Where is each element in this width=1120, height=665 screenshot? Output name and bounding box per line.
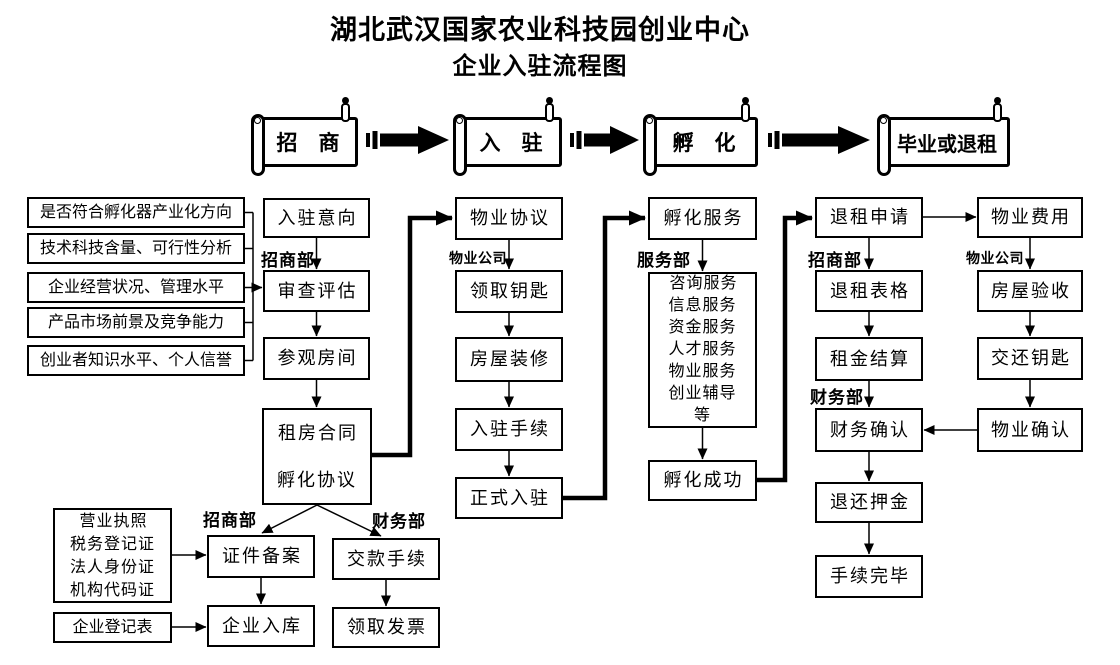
phase-banner-biye: 毕业或退租 [877, 97, 1010, 176]
node-property-agreement: 物业协议 [455, 197, 563, 240]
node-procedure-complete: 手续完毕 [815, 555, 923, 598]
banner-arrow-2 [570, 126, 639, 154]
node-invoice: 领取发票 [332, 607, 440, 648]
node-property-confirm: 物业确认 [977, 408, 1083, 452]
node-finance-confirm: 财务确认 [815, 408, 923, 452]
banner-arrow-1 [366, 126, 449, 154]
connector-contract-to-property-agreement [372, 210, 453, 458]
phase-banner-label: 毕业或退租 [897, 133, 997, 156]
node-visit-room: 参观房间 [263, 337, 370, 380]
arrow-contract-to-cert [261, 504, 318, 534]
connector-success-to-termination [757, 210, 813, 483]
node-cert-filing: 证件备案 [207, 535, 315, 578]
node-deposit-refund: 退还押金 [815, 482, 923, 523]
node-rent-settlement: 租金结算 [815, 337, 923, 381]
scroll-roll-icon [643, 114, 657, 176]
banner-arrow-3 [768, 126, 870, 154]
dept-label-fuwu: 服务部 [637, 251, 691, 270]
criteria-bracket [245, 211, 263, 362]
dept-label-wuye-entry: 物业公司 [449, 250, 507, 266]
node-contract: 租房合同 孵化协议 [262, 408, 372, 505]
node-incubation-success: 孵化成功 [648, 460, 757, 501]
scroll-knob-icon [341, 97, 350, 122]
phase-banner-label: 孵 化 [672, 131, 736, 155]
phase-banner-fuhua: 孵 化 [643, 97, 758, 176]
node-entry-intent: 入驻意向 [263, 198, 370, 238]
phase-banner-label: 入 驻 [479, 131, 543, 155]
dept-label-caiwu-bottom: 财务部 [372, 512, 426, 531]
node-company-store: 企业入库 [207, 605, 315, 647]
criteria-box-4: 产品市场前景及竞争能力 [27, 307, 245, 338]
node-incubation-service: 孵化服务 [648, 197, 757, 240]
node-docs-list: 营业执照 税务登记证 法人身份证 机构代码证 [53, 508, 172, 603]
node-termination-apply: 退租申请 [815, 197, 923, 238]
node-get-keys: 领取钥匙 [455, 270, 563, 313]
node-entry-procedure: 入驻手续 [455, 408, 563, 451]
criteria-box-2: 技术科技含量、可行性分析 [27, 233, 245, 264]
scroll-knob-icon [741, 97, 750, 122]
criteria-box-5: 创业者知识水平、个人信誉 [27, 345, 245, 376]
node-termination-form: 退租表格 [815, 270, 923, 312]
node-review: 审查评估 [263, 270, 370, 312]
node-house-inspection: 房屋验收 [977, 270, 1083, 312]
arrow-contract-to-payment [316, 504, 382, 537]
phase-banner-label: 招 商 [276, 131, 340, 155]
node-official-entry: 正式入驻 [455, 477, 563, 519]
scroll-knob-icon [545, 97, 554, 122]
dept-label-zhaoshang-bottom: 招商部 [203, 511, 257, 530]
dept-label-zhaoshang-top: 招商部 [261, 251, 315, 270]
phase-banner-ruzhu: 入 驻 [453, 97, 562, 176]
dept-label-caiwu-exit: 财务部 [810, 388, 864, 407]
node-return-keys: 交还钥匙 [977, 337, 1083, 380]
dept-label-wuye-exit: 物业公司 [966, 250, 1024, 266]
node-payment: 交款手续 [332, 538, 440, 580]
scroll-knob-icon [993, 97, 1002, 122]
node-reg-form: 企业登记表 [53, 612, 172, 643]
node-renovation: 房屋装修 [455, 337, 563, 382]
scroll-roll-icon [877, 114, 891, 176]
dept-label-zhaoshang-exit: 招商部 [808, 251, 862, 270]
node-service-list: 咨询服务 信息服务 资金服务 人才服务 物业服务 创业辅导 等 [648, 272, 757, 428]
connector-official-entry-to-incubation [563, 210, 646, 501]
criteria-box-1: 是否符合孵化器产业化方向 [27, 197, 245, 228]
page-subtitle: 企业入驻流程图 [452, 54, 628, 80]
phase-banner-zhaoshang: 招 商 [251, 97, 358, 176]
page-title: 湖北武汉国家农业科技园创业中心 [330, 15, 750, 45]
node-property-fee: 物业费用 [977, 197, 1083, 238]
scroll-roll-icon [453, 114, 467, 176]
scroll-roll-icon [251, 114, 265, 176]
criteria-box-3: 企业经营状况、管理水平 [27, 272, 245, 303]
